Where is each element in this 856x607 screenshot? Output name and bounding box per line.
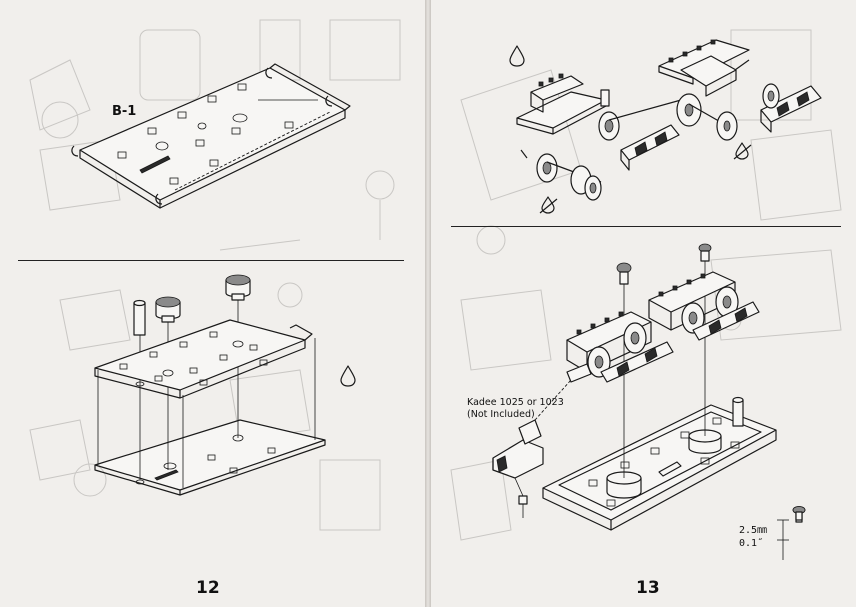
oil-drop-icon: [509, 45, 525, 67]
coupler-callout-model: Kadee 1025 or 1023: [467, 397, 564, 408]
dimension-mm: 2.5㎜: [739, 525, 768, 536]
dimension-inch: 0.1˝: [739, 538, 764, 549]
page-number: 12: [196, 578, 220, 598]
dimension-label: 2.5㎜ 0.1˝: [739, 524, 767, 550]
left-page: B-1: [0, 0, 425, 607]
oil-drop-icon: [340, 365, 356, 387]
section-divider: [451, 226, 841, 227]
truck-wheelset-diagram: [516, 39, 822, 201]
background-ghost-drawing: [29, 19, 401, 531]
page-number: 13: [636, 578, 660, 598]
book-gutter: [425, 0, 431, 607]
section-divider: [18, 260, 404, 261]
step-label-b1: B-1: [112, 104, 137, 119]
screw-icon: [792, 506, 806, 521]
no-oil-icon: [539, 196, 558, 214]
no-oil-icon: [733, 142, 752, 160]
right-page: Kadee 1025 or 1023 (Not Included) 2.5㎜ 0…: [431, 0, 856, 607]
truck-mounting-diagram: [492, 243, 806, 560]
chassis-plate-diagram: [71, 63, 351, 209]
coupler-callout: Kadee 1025 or 1023 (Not Included): [467, 397, 564, 421]
plate-mounting-diagram: [94, 274, 326, 496]
coupler-callout-note: (Not Included): [467, 409, 535, 420]
